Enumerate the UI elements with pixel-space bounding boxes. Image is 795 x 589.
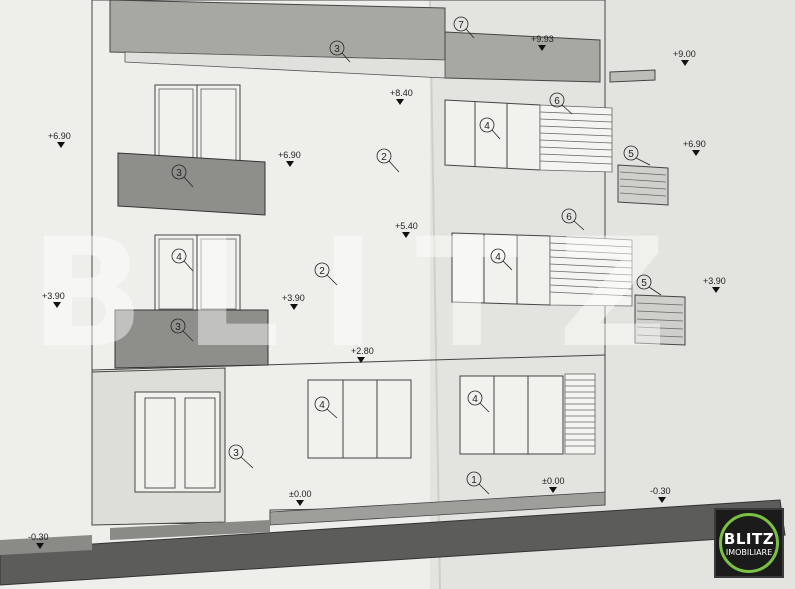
level-marker: +3.90 [703,276,726,293]
svg-text:4: 4 [495,252,501,263]
roof-band-right [444,31,601,83]
balcony-right-upper [617,164,669,206]
svg-text:+6.90: +6.90 [683,139,706,149]
level-marker: +8.40 [390,88,413,105]
logo-ring [719,513,779,573]
level-marker: ±0.00 [289,489,311,506]
svg-text:+9.93: +9.93 [531,34,554,44]
level-marker: +9.00 [673,49,696,66]
svg-text:1: 1 [471,475,477,486]
svg-text:-0.30: -0.30 [28,532,49,542]
svg-text:5: 5 [628,149,634,160]
logo-brand: BLITZ [723,530,775,548]
paper-fold [429,0,441,589]
level-marker: -0.30 [28,532,49,549]
level-marker: ±0.00 [542,476,564,493]
roof-band [109,0,446,61]
svg-text:5: 5 [641,278,647,289]
svg-text:+3.90: +3.90 [42,291,65,301]
window-upper-right [444,99,541,171]
svg-text:+6.90: +6.90 [48,131,71,141]
level-marker: +3.90 [282,293,305,310]
svg-text:3: 3 [176,168,182,179]
level-marker: +6.90 [683,139,706,156]
blitz-logo: BLITZ IMOBILIARE [714,508,784,578]
level-marker: +5.40 [395,221,418,238]
svg-text:4: 4 [472,394,478,405]
window-ground-right [459,375,564,455]
level-marker: +6.90 [48,131,71,148]
svg-text:7: 7 [458,20,464,31]
svg-text:+5.40: +5.40 [395,221,418,231]
svg-text:-0.30: -0.30 [650,486,671,496]
level-marker: +3.90 [42,291,65,308]
svg-text:4: 4 [484,121,490,132]
entrance-door [134,391,221,493]
svg-text:4: 4 [319,400,325,411]
svg-text:2: 2 [381,152,387,163]
window-ground-center [307,379,412,459]
ground-strip [0,499,786,586]
svg-text:4: 4 [176,252,182,263]
svg-text:3: 3 [334,44,340,55]
svg-text:2: 2 [319,266,325,277]
svg-text:±0.00: ±0.00 [542,476,564,486]
svg-text:3: 3 [175,322,181,333]
louvers-upper [539,104,613,173]
level-marker: +9.93 [531,34,554,51]
svg-text:+6.90: +6.90 [278,150,301,160]
svg-text:+2.80: +2.80 [351,346,374,356]
louvers-ground [564,373,596,455]
svg-text:6: 6 [566,212,572,223]
svg-text:3: 3 [233,448,239,459]
watermark-text: BLITZ [30,207,707,381]
callout: 7 3 6 4 2 5 3 6 4 4 2 5 3 4 4 3 1 [175,20,647,486]
level-marker: +2.80 [351,346,374,363]
svg-text:6: 6 [554,96,560,107]
svg-text:+8.40: +8.40 [390,88,413,98]
logo-subtitle: IMOBILIARE [725,548,773,557]
svg-text:+9.00: +9.00 [673,49,696,59]
svg-text:+3.90: +3.90 [703,276,726,286]
louvers-middle [549,235,633,307]
svg-text:±0.00: ±0.00 [289,489,311,499]
level-marker: -0.30 [650,486,671,503]
level-marker: +6.90 [278,150,301,167]
balcony-upper [117,152,266,216]
svg-text:+3.90: +3.90 [282,293,305,303]
